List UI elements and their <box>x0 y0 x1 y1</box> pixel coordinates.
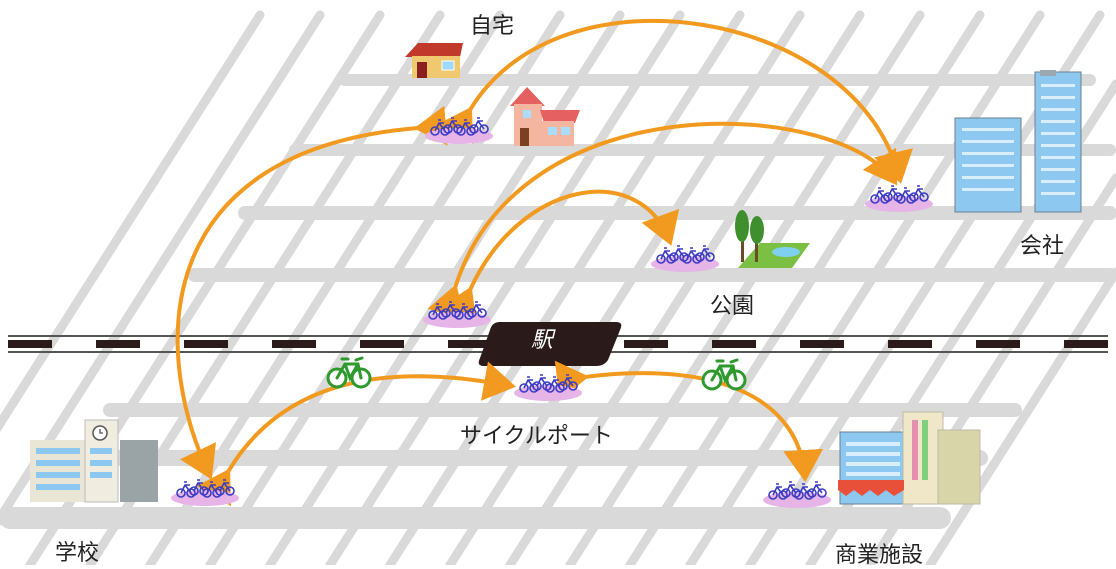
station-shape <box>478 322 622 366</box>
house-2-icon <box>510 87 580 146</box>
park-icon <box>735 210 810 268</box>
school-icon <box>30 419 158 503</box>
label-station: 駅 <box>530 328 553 353</box>
label-office: 会社 <box>1020 234 1065 259</box>
office-buildings-icon <box>954 70 1082 213</box>
label-park: 公園 <box>710 294 755 319</box>
commercial-building-icon <box>838 411 981 505</box>
label-commercial: 商業施設 <box>835 543 924 568</box>
label-cycleport: サイクルポート <box>460 424 613 449</box>
house-icon <box>405 43 463 78</box>
label-school: 学校 <box>55 541 100 566</box>
route-arrows <box>175 18 914 507</box>
label-home: 自宅 <box>470 14 515 39</box>
port-office <box>865 186 933 212</box>
